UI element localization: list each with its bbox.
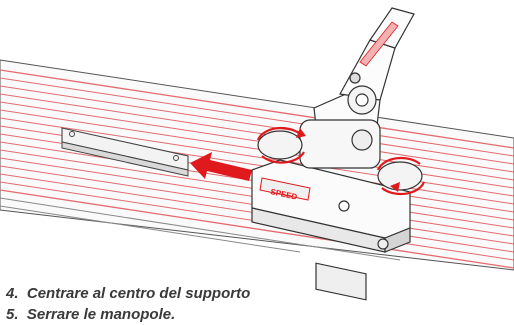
rail: [0, 59, 514, 271]
step-number: 5.: [6, 306, 19, 323]
mounting-bar: [61, 127, 189, 177]
step-number: 4.: [6, 285, 19, 302]
instruction-step-5: 5. Serrare le manopole.: [6, 306, 175, 324]
instruction-step-4: 4. Centrare al centro del supporto: [6, 285, 250, 303]
step-text: Centrare al centro del supporto: [26, 285, 251, 302]
rotate-arrows-icon: [256, 126, 426, 196]
clamp-arm: [299, 7, 415, 169]
left-arrow-icon: [190, 152, 252, 181]
clamp-body: SPEED: [251, 159, 411, 301]
step-text: Serrare le manopole.: [26, 306, 176, 323]
